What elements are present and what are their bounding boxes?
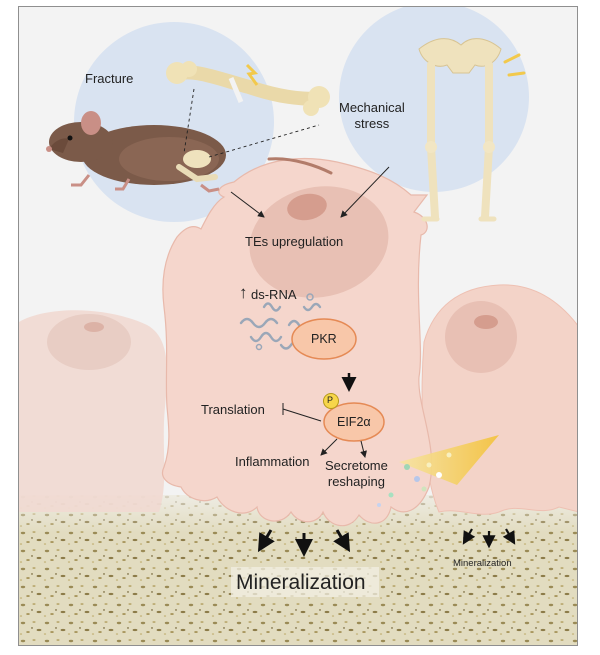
fracture-arrow <box>230 191 265 218</box>
illustration-canvas <box>19 7 577 645</box>
pkr-label: PKR <box>311 332 337 346</box>
left-cell <box>19 310 168 512</box>
fracture-label: Fracture <box>85 71 134 86</box>
zoom-line-1 <box>183 88 195 154</box>
mouse-illustration <box>46 111 333 193</box>
fracture-spark-icon <box>245 63 259 86</box>
mineralization-small-label: Mineralization <box>453 558 512 569</box>
skeleton-illustration <box>418 38 526 222</box>
right-cell-nucleus <box>445 301 517 373</box>
mechanical-stress-label: Mechanical stress <box>339 100 405 131</box>
mineralization-label-bg <box>231 567 379 597</box>
mouse-nose <box>46 146 52 152</box>
eif2a-label: EIF2α <box>337 415 371 429</box>
fracture-gap <box>228 77 244 103</box>
eif2a-node <box>323 402 385 442</box>
stress-arrow <box>340 166 390 218</box>
phospho-node <box>323 393 339 409</box>
inflammation-label: Inflammation <box>235 454 310 469</box>
secretome-arrow <box>360 440 367 458</box>
mouse-ear <box>81 111 101 135</box>
mineralization-arrows-small <box>462 528 516 549</box>
mouse-tail <box>267 157 333 175</box>
mouse-eye <box>67 135 73 141</box>
mineralization-arrows <box>257 529 351 557</box>
pkr-node <box>291 318 357 360</box>
phospho-label: P <box>327 395 334 405</box>
stress-spark-icon <box>503 53 526 77</box>
zoom-line-2 <box>208 124 320 158</box>
figure-frame: Fracture Mechanical stress TEs upregulat… <box>18 6 578 646</box>
ds-rna-up-arrow: ↑ <box>239 283 248 302</box>
secretome-wedge <box>377 435 499 507</box>
central-cell-nucleus <box>249 186 389 298</box>
translation-label: Translation <box>201 402 265 417</box>
mineralization-main-label: Mineralization <box>236 571 366 594</box>
translation-inhibition-line <box>282 403 322 422</box>
left-cell-nucleus <box>47 314 131 370</box>
central-cell-nucleolus <box>287 193 327 221</box>
inflammation-arrow <box>320 438 338 456</box>
ds-rna-molecules <box>239 293 322 351</box>
secretome-label: Secretome reshaping <box>325 458 388 489</box>
ds-rna-label: ds-RNA <box>251 287 297 302</box>
tes-upregulation-label: TEs upregulation <box>245 234 344 249</box>
femur-illustration <box>166 61 330 116</box>
mouse-leg-bone <box>176 164 218 183</box>
